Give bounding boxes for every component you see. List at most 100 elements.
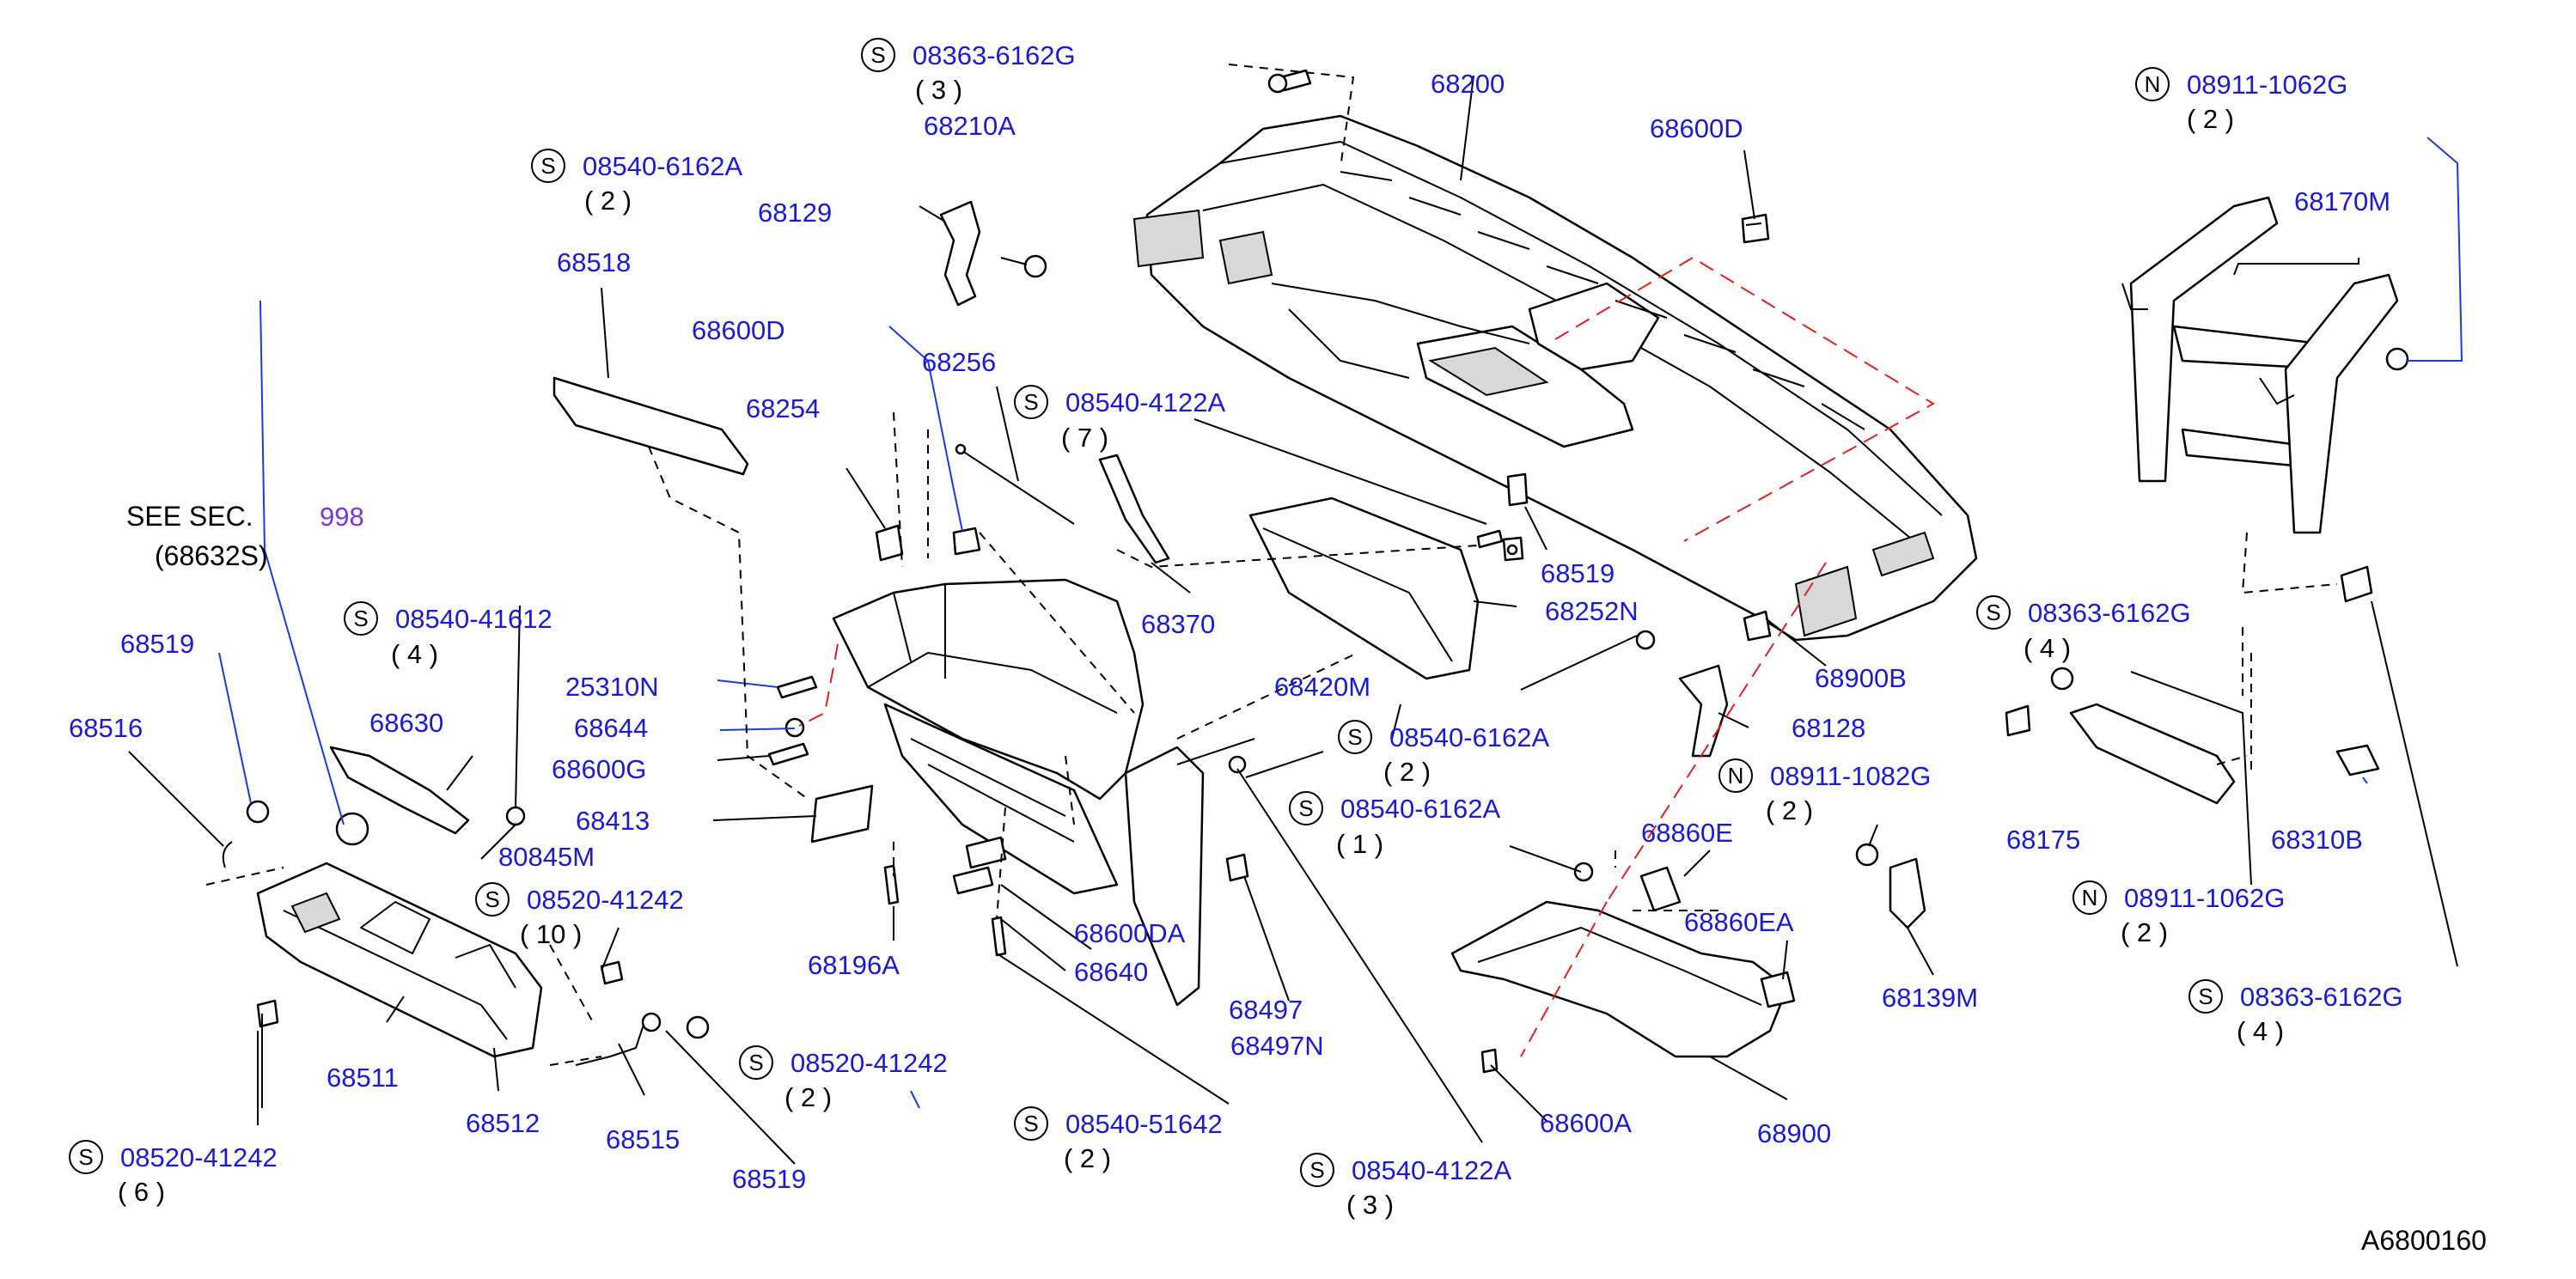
part-label-68170m[interactable]: 68170M	[2294, 186, 2390, 216]
part-label-68512[interactable]: 68512	[466, 1108, 540, 1138]
n-symbol: N	[1728, 763, 1744, 789]
part-label-68252n[interactable]: 68252N	[1545, 596, 1639, 626]
callout-08520-41242-2: S 08520-41242 ( 2 )	[739, 1045, 948, 1112]
part-label-68210a[interactable]: 68210A	[924, 111, 1016, 141]
callout-quantity: ( 2 )	[2121, 917, 2168, 947]
bracket-68139m-drawing	[1855, 843, 1926, 929]
part-label-68600a[interactable]: 68600A	[1540, 1108, 1632, 1138]
part-label-68370[interactable]: 68370	[1141, 609, 1215, 639]
callout-part-number[interactable]: 08540-6162A	[583, 151, 742, 181]
callout-quantity: ( 7 )	[1061, 423, 1108, 453]
callout-part-number[interactable]: 08540-41612	[395, 604, 552, 634]
s-symbol-circle	[531, 149, 565, 183]
n-symbol-circle	[2135, 67, 2170, 101]
callout-part-number[interactable]: 08363-6162G	[2028, 598, 2191, 628]
part-label-68860ea[interactable]: 68860EA	[1684, 907, 1794, 937]
callout-part-number[interactable]: 08540-4122A	[1352, 1155, 1511, 1185]
n-symbol-circle	[1718, 758, 1753, 793]
callout-part-number[interactable]: 08911-1062G	[2124, 883, 2285, 913]
part-label-68630[interactable]: 68630	[369, 708, 443, 738]
callout-part-number[interactable]: 08520-41242	[791, 1048, 948, 1078]
part-label-68600da[interactable]: 68600DA	[1074, 918, 1186, 948]
s-symbol-circle	[1289, 791, 1323, 825]
part-label-68860e[interactable]: 68860E	[1641, 818, 1733, 848]
part-label-68600d-top[interactable]: 68600D	[1650, 113, 1743, 143]
s-symbol-circle	[1014, 385, 1048, 419]
part-label-68511[interactable]: 68511	[327, 1063, 399, 1093]
part-label-68420m[interactable]: 68420M	[1274, 672, 1370, 702]
part-label-68200[interactable]: 68200	[1431, 69, 1505, 99]
s-symbol: S	[1986, 600, 2000, 625]
bolt-top-drawing	[1267, 69, 1312, 94]
s-symbol: S	[540, 153, 555, 179]
callout-part-number[interactable]: 08540-51642	[1065, 1109, 1223, 1139]
side-panel-68420m-drawing	[1124, 746, 1249, 1007]
part-label-68518[interactable]: 68518	[557, 247, 631, 277]
callout-quantity: ( 2 )	[784, 1082, 832, 1112]
callout-08363-6162g-lower: S 08363-6162G ( 4 )	[2188, 979, 2403, 1046]
part-label-25310n[interactable]: 25310N	[565, 672, 659, 702]
lock-68630-drawing	[329, 746, 526, 846]
callout-08363-6162g-3: S 08363-6162G ( 3 ) 68210A	[861, 38, 1076, 141]
s-symbol: S	[353, 606, 368, 631]
part-label-68413[interactable]: 68413	[576, 806, 650, 836]
callout-quantity: ( 2 )	[1064, 1143, 1111, 1173]
bracket-68129-drawing	[939, 200, 1047, 307]
part-label-68900[interactable]: 68900	[1757, 1118, 1831, 1148]
part-label-68256[interactable]: 68256	[922, 347, 996, 377]
see-section-number[interactable]: 998	[320, 502, 364, 532]
callout-quantity: ( 4 )	[2237, 1016, 2284, 1046]
part-label-68175[interactable]: 68175	[2006, 825, 2080, 855]
callout-quantity: ( 10 )	[520, 919, 582, 949]
bolt-08540-4122a-drawing	[1476, 529, 1504, 549]
part-label-68497n[interactable]: 68497N	[1230, 1031, 1324, 1061]
part-label-68600g[interactable]: 68600G	[552, 754, 646, 784]
callout-quantity: ( 3 )	[915, 75, 962, 105]
rod-68256-drawing	[955, 443, 1075, 525]
part-label-68519-left[interactable]: 68519	[120, 629, 194, 659]
callout-part-number[interactable]: 08540-4122A	[1065, 387, 1225, 417]
part-label-68139m[interactable]: 68139M	[1882, 983, 1978, 1013]
strip-68370-drawing	[1098, 454, 1170, 564]
s-symbol: S	[748, 1050, 763, 1075]
part-label-68515[interactable]: 68515	[606, 1124, 680, 1154]
callout-08540-41612: S 08540-41612 ( 4 )	[344, 601, 552, 669]
clip-68310b-drawing	[2335, 744, 2380, 777]
callout-quantity: ( 4 )	[391, 639, 438, 669]
part-label-68600d-mid[interactable]: 68600D	[692, 315, 785, 345]
s-symbol-circle	[1300, 1153, 1334, 1187]
callout-08540-6162a-upper: S 08540-6162A ( 2 )	[531, 149, 742, 216]
part-label-68519-mid[interactable]: 68519	[1541, 558, 1615, 588]
part-label-68128[interactable]: 68128	[1792, 713, 1865, 743]
callout-quantity: ( 2 )	[584, 186, 632, 216]
part-label-68497[interactable]: 68497	[1229, 995, 1303, 1025]
part-label-68900b[interactable]: 68900B	[1815, 663, 1907, 693]
callout-part-number[interactable]: 08911-1082G	[1770, 761, 1931, 791]
callout-part-number[interactable]: 08363-6162G	[913, 40, 1076, 70]
s-symbol: S	[485, 886, 499, 912]
part-label-68254[interactable]: 68254	[746, 393, 820, 423]
part-label-68516[interactable]: 68516	[69, 713, 143, 743]
callout-08911-1062g-top: N 08911-1062G ( 2 )	[2135, 67, 2347, 134]
clip-68600d-top-drawing	[1741, 213, 1770, 244]
callout-quantity: ( 1 )	[1336, 829, 1383, 859]
callout-part-number[interactable]: 08540-6162A	[1389, 722, 1549, 752]
part-label-68129[interactable]: 68129	[758, 198, 832, 228]
callout-part-number[interactable]: 08911-1062G	[2187, 70, 2347, 100]
s-symbol: S	[78, 1144, 93, 1170]
part-label-68644[interactable]: 68644	[574, 713, 648, 743]
part-label-68640[interactable]: 68640	[1074, 957, 1148, 987]
s-symbol-circle	[69, 1140, 103, 1174]
callout-part-number[interactable]: 08540-6162A	[1340, 794, 1500, 824]
part-label-68196a[interactable]: 68196A	[808, 950, 900, 980]
part-label-68310b[interactable]: 68310B	[2271, 825, 2363, 855]
callout-part-number[interactable]: 08520-41242	[120, 1142, 278, 1172]
clip-68600d-mid-drawing	[952, 527, 981, 556]
clip-68900b-drawing	[1743, 610, 1772, 642]
part-label-68519-bottom[interactable]: 68519	[732, 1164, 806, 1194]
callout-08540-51642: S 08540-51642 ( 2 )	[1014, 1106, 1223, 1173]
callout-part-number[interactable]: 08363-6162G	[2240, 982, 2403, 1012]
part-label-80845m[interactable]: 80845M	[498, 842, 595, 872]
callout-part-number[interactable]: 08520-41242	[527, 885, 684, 915]
